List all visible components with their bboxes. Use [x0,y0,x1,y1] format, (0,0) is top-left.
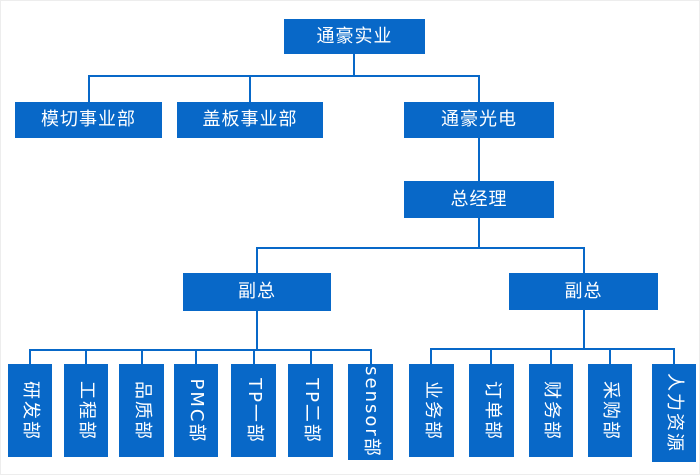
node-finance-dept: 财务部 [529,364,573,457]
connector-line [310,349,312,364]
connector-line [141,349,143,364]
node-rd-dept: 研发部 [8,364,52,457]
connector-line [609,348,611,364]
connector-line [583,310,585,348]
connector-line [195,349,197,364]
connector-line [430,348,675,350]
node-die-cutting-division: 模切事业部 [15,102,162,138]
node-general-manager: 总经理 [404,181,554,218]
node-sensor-dept: sensor部 [348,364,393,460]
connector-line [430,348,432,364]
node-cover-plate-division: 盖板事业部 [177,102,323,138]
node-tonghao-industrial: 通豪实业 [284,19,425,54]
connector-line [583,247,585,273]
connector-line [478,138,480,181]
connector-line [478,218,480,247]
connector-line [88,75,90,102]
connector-line [29,349,372,351]
connector-line [353,54,355,75]
connector-line [490,348,492,364]
node-label: sensor部 [360,366,382,458]
node-label: 采购部 [600,380,621,441]
connector-line [478,75,480,102]
node-label: 订单部 [481,380,503,441]
connector-line [29,349,31,364]
node-label: TP二部 [300,377,322,444]
node-engineering-dept: 工程部 [64,364,108,457]
node-pmc-dept: PMC部 [174,364,218,457]
connector-line [85,349,87,364]
node-tp1-dept: TP一部 [231,364,276,457]
connector-line [253,349,255,364]
node-quality-dept: 品质部 [119,364,164,457]
node-order-dept: 订单部 [469,364,514,457]
node-hr-dept: 人力资源 [652,364,696,462]
connector-line [673,348,675,364]
node-tonghao-optoelectronics: 通豪光电 [404,102,554,138]
node-label: PMC部 [186,378,207,443]
node-label: 研发部 [20,380,41,441]
connector-line [256,247,585,249]
connector-line [256,247,258,273]
connector-line [550,348,552,364]
node-label: 业务部 [421,380,443,441]
connector-line [88,75,480,77]
node-vp-right: 副总 [509,273,658,310]
connector-line [249,75,251,102]
node-label: 财务部 [541,380,562,441]
node-vp-left: 副总 [183,273,331,311]
connector-line [370,349,372,364]
node-label: 工程部 [76,380,97,441]
connector-line [256,311,258,349]
node-label: TP一部 [243,377,265,444]
node-business-dept: 业务部 [409,364,454,457]
node-tp2-dept: TP二部 [288,364,333,457]
node-purchasing-dept: 采购部 [588,364,632,457]
node-label: 人力资源 [664,373,685,453]
node-label: 品质部 [131,380,153,441]
